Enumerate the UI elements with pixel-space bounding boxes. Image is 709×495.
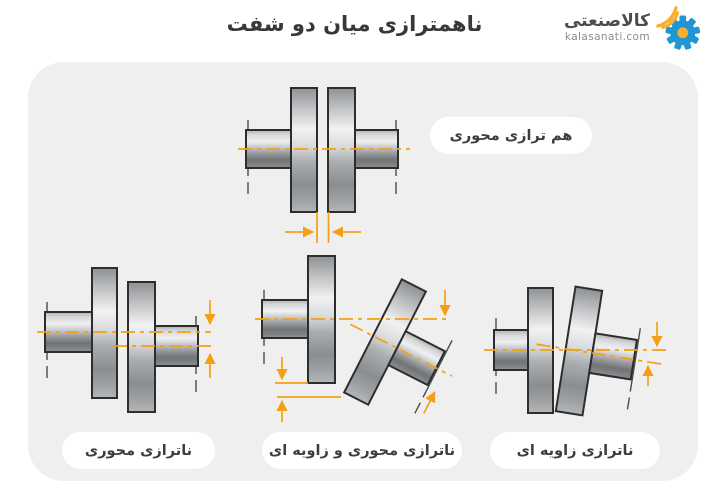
diagram-axial-alignment xyxy=(238,87,410,243)
label-combined-misalignment: ناترازی محوری و زاویه ای xyxy=(262,432,462,469)
label-parallel-misalignment: ناترازی محوری xyxy=(62,432,215,469)
diagram-combined-misalignment xyxy=(255,255,453,422)
tilted-shaft-assembly xyxy=(536,285,664,417)
logo-text: کالاصنعتی kalasanati.com xyxy=(563,11,650,43)
left-coupling-disc xyxy=(290,87,318,213)
logo: کالاصنعتی kalasanati.com xyxy=(564,5,701,51)
page-title: ناهمترازی میان دو شفت xyxy=(226,12,483,36)
offset-dimension-arrows xyxy=(275,357,341,422)
logo-brand: کالاصنعتی xyxy=(563,11,650,32)
diagram-parallel-misalignment xyxy=(37,267,216,413)
angle-dimension-arrows xyxy=(642,322,663,386)
tilted-centerline xyxy=(536,343,664,366)
gear-signal-icon xyxy=(656,6,701,50)
right-coupling-disc xyxy=(127,281,156,413)
signal-waves-icon xyxy=(656,6,680,30)
left-coupling-disc xyxy=(91,267,118,399)
tilted-centerline xyxy=(349,323,453,377)
gear-icon xyxy=(665,15,701,50)
label-axial-alignment: هم ترازی محوری xyxy=(430,117,592,154)
right-coupling-disc xyxy=(327,87,356,213)
tilted-shaft-assembly xyxy=(342,277,453,414)
logo-domain: kalasanati.com xyxy=(564,30,650,43)
gap-dimension-arrows xyxy=(285,212,361,243)
label-angular-misalignment: ناترازی زاویه ای xyxy=(490,432,660,469)
diagram-angular-misalignment xyxy=(484,285,666,417)
